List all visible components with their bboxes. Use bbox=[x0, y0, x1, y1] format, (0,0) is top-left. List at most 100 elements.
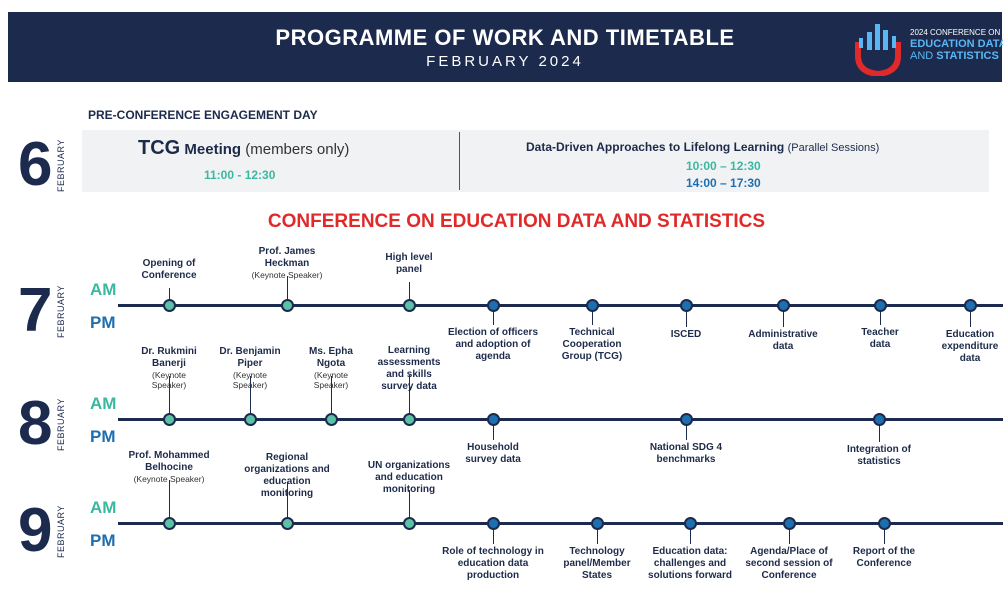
pm-event-label: Role of technology in education data pro… bbox=[442, 546, 544, 581]
am-event-label: Learning assessments and skills survey d… bbox=[374, 345, 444, 393]
pm-event-marker bbox=[487, 413, 500, 426]
pre-conference-box bbox=[82, 130, 989, 192]
event-title: Prof. James Heckman bbox=[258, 246, 316, 269]
am-event-label: Dr. Rukmini Banerji(Keynote Speaker) bbox=[134, 346, 204, 390]
pm-event-marker bbox=[680, 413, 693, 426]
day-number-6: 6 bbox=[18, 130, 53, 199]
timeline-line bbox=[118, 304, 1003, 307]
conference-logo-icon bbox=[855, 24, 901, 76]
pm-event-label: National SDG 4 benchmarks bbox=[649, 442, 723, 465]
day-number-7: 7 bbox=[18, 276, 53, 345]
event-title: Learning assessments and skills survey d… bbox=[377, 345, 441, 392]
am-event-marker bbox=[403, 299, 416, 312]
event-role: (Keynote Speaker) bbox=[251, 270, 323, 280]
conference-title: CONFERENCE ON EDUCATION DATA AND STATIST… bbox=[267, 211, 766, 232]
page-subtitle: FEBRUARY 2024 bbox=[426, 53, 584, 70]
tcg-note: (members only) bbox=[245, 141, 350, 158]
pm-event-label: Administrative data bbox=[748, 329, 818, 352]
event-stem bbox=[287, 276, 288, 305]
event-stem bbox=[970, 305, 971, 327]
pm-event-label: Technical Cooperation Group (TCG) bbox=[561, 327, 623, 362]
month-label: FEBRUARY bbox=[56, 398, 66, 451]
tcg-meeting-label: Meeting bbox=[184, 141, 242, 158]
am-event-label: Dr. Benjamin Piper(Keynote Speaker) bbox=[215, 346, 285, 390]
event-stem bbox=[884, 523, 885, 544]
pm-event-label: Teacher data bbox=[861, 327, 899, 350]
am-event-label: Ms. Epha Ngota(Keynote Speaker) bbox=[301, 346, 361, 390]
lifelong-learning-title: Data-Driven Approaches to Lifelong Learn… bbox=[526, 140, 785, 154]
event-title: Prof. Mohammed Belhocine bbox=[128, 450, 210, 473]
pm-event-label: Report of the Conference bbox=[852, 546, 916, 569]
page-title: PROGRAMME OF WORK AND TIMETABLE bbox=[275, 25, 735, 50]
pm-event-marker bbox=[874, 299, 887, 312]
month-label: FEBRUARY bbox=[56, 285, 66, 338]
pm-event-label: Election of officers and adoption of age… bbox=[447, 327, 538, 362]
pm-event-label: Integration of statistics bbox=[847, 444, 911, 467]
event-stem bbox=[409, 282, 410, 305]
am-event-marker bbox=[244, 413, 257, 426]
event-stem bbox=[597, 523, 598, 544]
event-role: (Keynote Speaker) bbox=[133, 474, 205, 484]
timeline-line bbox=[118, 522, 1003, 525]
am-event-label: Prof. Mohammed Belhocine(Keynote Speaker… bbox=[124, 450, 214, 484]
day-number-8: 8 bbox=[18, 389, 53, 458]
pm-event-marker bbox=[783, 517, 796, 530]
pm-event-marker bbox=[487, 299, 500, 312]
event-title: High level panel bbox=[385, 252, 433, 275]
event-stem bbox=[783, 305, 784, 327]
event-stem bbox=[493, 523, 494, 544]
tcg-time: 11:00 - 12:30 bbox=[204, 168, 276, 182]
am-label: AM bbox=[90, 498, 117, 517]
event-stem bbox=[169, 480, 170, 523]
pm-event-marker bbox=[777, 299, 790, 312]
event-title: UN organizations and education monitorin… bbox=[367, 460, 451, 495]
timeline-line bbox=[118, 418, 1003, 421]
event-stem bbox=[409, 375, 410, 419]
tcg-meeting: TCG Meeting (members only) bbox=[138, 137, 349, 160]
pm-label: PM bbox=[90, 427, 116, 446]
pm-event-marker bbox=[680, 299, 693, 312]
header-banner: PROGRAMME OF WORK AND TIMETABLE FEBRUARY… bbox=[8, 12, 1003, 82]
event-stem bbox=[789, 523, 790, 544]
month-label: FEBRUARY bbox=[56, 505, 66, 558]
lifelong-learning-time-2: 14:00 – 17:30 bbox=[686, 176, 761, 190]
event-stem bbox=[287, 482, 288, 523]
logo-line-3a: AND bbox=[910, 50, 937, 62]
pre-conference-title: PRE-CONFERENCE ENGAGEMENT DAY bbox=[88, 108, 318, 122]
lifelong-learning-note: (Parallel Sessions) bbox=[787, 142, 880, 154]
event-title: Dr. Benjamin Piper bbox=[219, 346, 281, 369]
tcg-label: TCG bbox=[138, 137, 181, 159]
pm-event-marker bbox=[586, 299, 599, 312]
pm-event-marker bbox=[684, 517, 697, 530]
am-event-label: Regional organizations and education mon… bbox=[242, 452, 332, 500]
event-title: Opening of Conference bbox=[141, 258, 197, 281]
pm-label: PM bbox=[90, 531, 116, 550]
conference-logo: 2024 CONFERENCE ON EDUCATION DATA AND ST… bbox=[852, 18, 1003, 76]
am-event-marker bbox=[403, 517, 416, 530]
am-event-label: High level panel bbox=[374, 252, 444, 276]
pm-event-label: Agenda/Place of second session of Confer… bbox=[745, 546, 833, 581]
pm-event-label: Household survey data bbox=[465, 442, 521, 465]
pm-event-marker bbox=[873, 413, 886, 426]
pm-event-marker bbox=[487, 517, 500, 530]
lifelong-learning-session: Data-Driven Approaches to Lifelong Learn… bbox=[526, 140, 879, 154]
event-role: (Keynote Speaker) bbox=[232, 370, 268, 390]
event-stem bbox=[169, 376, 170, 419]
pm-event-marker bbox=[878, 517, 891, 530]
am-event-marker bbox=[403, 413, 416, 426]
logo-line-2: EDUCATION DATA bbox=[910, 38, 1003, 50]
am-event-label: Prof. James Heckman(Keynote Speaker) bbox=[242, 246, 332, 280]
event-stem bbox=[331, 376, 332, 419]
pm-event-label: Education data: challenges and solutions… bbox=[648, 546, 732, 581]
event-stem bbox=[592, 305, 593, 325]
event-title: Ms. Epha Ngota bbox=[309, 346, 353, 369]
logo-line-3b: STATISTICS bbox=[936, 50, 999, 62]
event-stem bbox=[250, 376, 251, 419]
am-event-marker bbox=[281, 299, 294, 312]
event-stem bbox=[686, 419, 687, 440]
event-role: (Keynote Speaker) bbox=[313, 370, 349, 390]
event-stem bbox=[880, 305, 881, 325]
pm-event-label: Education expenditure data bbox=[941, 329, 999, 364]
event-stem bbox=[409, 490, 410, 523]
event-stem bbox=[690, 523, 691, 544]
